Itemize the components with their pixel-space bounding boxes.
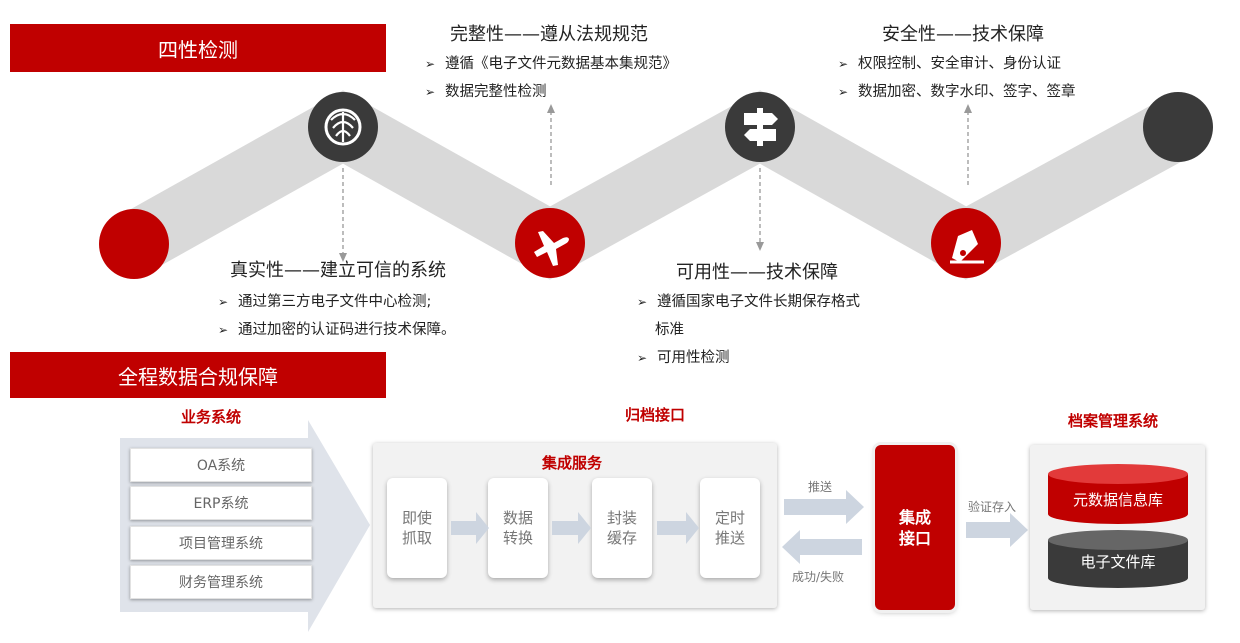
step-push[interactable]: 定时推送 xyxy=(700,478,760,578)
arrow-head xyxy=(756,242,764,251)
integration-interface-box[interactable]: 集成接口 xyxy=(875,445,955,610)
compliance-banner: 全程数据合规保障 xyxy=(10,352,386,398)
push-arrow xyxy=(784,490,864,524)
efile-db-label: 电子文件库 xyxy=(1080,553,1156,571)
result-label: 成功/失败 xyxy=(792,570,845,584)
business-item-project[interactable]: 项目管理系统 xyxy=(130,526,312,560)
archive-system-title: 档案管理系统 xyxy=(1068,412,1159,430)
business-item-erp[interactable]: ERP系统 xyxy=(130,486,312,520)
bullet-item: 通过第三方电子文件中心检测; xyxy=(218,288,456,316)
metadata-db-cylinder xyxy=(1048,464,1188,524)
usability-bullets: 遵循国家电子文件长期保存格式 标准 可用性检测 xyxy=(637,288,860,372)
start-dot xyxy=(99,209,169,279)
bullet-item: 数据加密、数字水印、签字、签章 xyxy=(838,78,1076,106)
verify-arrow xyxy=(966,513,1028,547)
integration-line: 接口 xyxy=(898,528,931,548)
business-system-title: 业务系统 xyxy=(181,408,242,426)
four-property-banner: 四性检测 xyxy=(10,24,386,72)
step-package[interactable]: 封装缓存 xyxy=(592,478,652,578)
integration-line: 集成 xyxy=(898,507,931,527)
step-line: 推送 xyxy=(714,529,745,547)
usability-title: 可用性——技术保障 xyxy=(676,262,838,283)
fingerprint-icon xyxy=(308,92,378,162)
archive-interface-title: 归档接口 xyxy=(625,406,686,424)
step-line: 即使 xyxy=(401,509,432,527)
step-line: 转换 xyxy=(502,529,533,547)
integrity-bullets: 遵循《电子文件元数据基本集规范》 数据完整性检测 xyxy=(425,50,677,106)
step-convert[interactable]: 数据转换 xyxy=(488,478,548,578)
arrow-head xyxy=(964,104,972,113)
authenticity-bullets: 通过第三方电子文件中心检测; 通过加密的认证码进行技术保障。 xyxy=(218,288,456,344)
pen-icon xyxy=(931,208,1001,278)
bullet-item: 可用性检测 xyxy=(637,344,860,372)
zigzag-band xyxy=(102,90,1210,280)
end-dot xyxy=(1143,92,1213,162)
bullet-item: 遵循国家电子文件长期保存格式 xyxy=(637,288,860,316)
verify-label: 验证存入 xyxy=(968,500,1017,514)
bullet-item: 通过加密的认证码进行技术保障。 xyxy=(218,316,456,344)
step-line: 定时 xyxy=(714,509,745,527)
step-line: 缓存 xyxy=(606,529,637,547)
metadata-db-label: 元数据信息库 xyxy=(1072,491,1163,509)
bullet-item: 权限控制、安全审计、身份认证 xyxy=(838,50,1076,78)
security-bullets: 权限控制、安全审计、身份认证 数据加密、数字水印、签字、签章 xyxy=(838,50,1076,106)
arrow-head xyxy=(547,104,555,113)
arrow-head xyxy=(339,253,347,262)
step-capture[interactable]: 即使抓取 xyxy=(387,478,447,578)
business-item-finance[interactable]: 财务管理系统 xyxy=(130,565,312,599)
bullet-item: 遵循《电子文件元数据基本集规范》 xyxy=(425,50,677,78)
integrity-title: 完整性——遵从法规规范 xyxy=(450,24,648,45)
step-line: 抓取 xyxy=(401,529,432,547)
integration-service-title: 集成服务 xyxy=(542,454,603,472)
step-line: 封装 xyxy=(606,509,637,527)
signpost-icon xyxy=(725,92,795,162)
business-item-oa[interactable]: OA系统 xyxy=(130,448,312,482)
zigzag-diagram xyxy=(99,90,1213,280)
database-stack xyxy=(1048,464,1188,588)
step-line: 数据 xyxy=(502,509,533,527)
bullet-continuation: 标准 xyxy=(655,322,684,338)
bullet-item: 数据完整性检测 xyxy=(425,78,677,106)
security-title: 安全性——技术保障 xyxy=(882,24,1044,45)
airplane-icon xyxy=(515,208,585,278)
authenticity-title: 真实性——建立可信的系统 xyxy=(230,260,446,281)
result-arrow xyxy=(782,530,862,564)
efile-db-cylinder xyxy=(1048,530,1188,588)
push-label: 推送 xyxy=(808,480,833,494)
